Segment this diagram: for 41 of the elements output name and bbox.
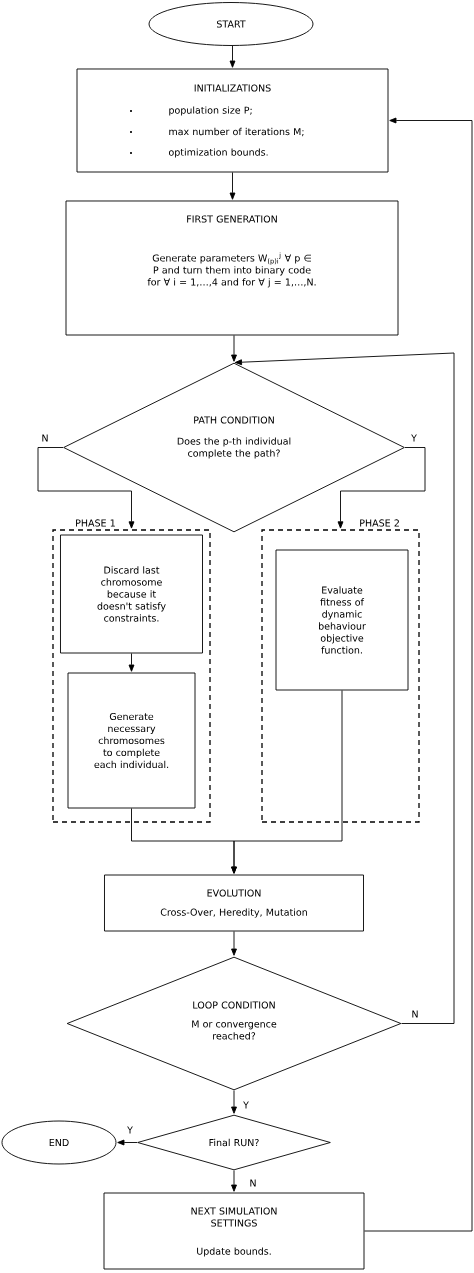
step-text: Cross-Over, Heredity, Mutation xyxy=(160,908,307,918)
edge-label: Y xyxy=(410,433,418,443)
step-text: Discard last chromosome because it doesn't satisfy constraints. xyxy=(97,566,166,622)
step-text: Final RUN? xyxy=(209,1138,259,1147)
arrow xyxy=(128,653,135,672)
edge-label: N xyxy=(410,1009,420,1019)
list-item: optimization bounds. xyxy=(168,148,268,158)
arrow xyxy=(234,352,455,1024)
edge-label: N xyxy=(40,433,50,443)
arrow xyxy=(37,447,135,529)
arrow xyxy=(231,335,237,362)
phase-label: PHASE 1 xyxy=(76,519,115,527)
arrow xyxy=(117,1139,138,1146)
step-text: Generate parameters W$_{(p)i}$$^{j}$ ∀ p ∈ P and turn them into binary code for ∀ i = 1,…,4 and for ∀ j = 1,…,N. xyxy=(147,252,316,288)
step-text: PATH CONDITION xyxy=(194,416,274,424)
step-text: Update bounds. xyxy=(197,1247,271,1257)
list-item: max number of iterations M; xyxy=(169,127,304,137)
edge-label: N xyxy=(248,1178,258,1188)
step-text: Generate necessary chromosomes to complete each individual. xyxy=(94,712,169,769)
step-text: LOOP CONDITION xyxy=(193,1001,275,1009)
phase-label: PHASE 2 xyxy=(360,519,399,527)
arrow xyxy=(231,1170,237,1192)
arrow xyxy=(337,447,426,529)
step-text: EVOLUTION xyxy=(207,889,261,897)
step-text: START xyxy=(217,20,246,28)
list-item: population size P; xyxy=(169,106,252,116)
arrow xyxy=(231,931,237,956)
step-text: Does the p-th individual complete the path? xyxy=(177,437,291,459)
arrow xyxy=(229,45,236,68)
step-text: END xyxy=(49,1139,69,1146)
edge-label: Y xyxy=(126,1125,134,1135)
step-text: NEXT SIMULATION SETTINGS xyxy=(191,1207,277,1227)
arrow xyxy=(364,117,473,1232)
step-text: INITIALIZATIONS xyxy=(194,84,271,92)
edge-label: Y xyxy=(242,1100,250,1110)
arrow xyxy=(231,690,343,874)
step-text: Evaluate fitness of dynamic behaviour objective function. xyxy=(319,586,366,654)
step-text: FIRST GENERATION xyxy=(187,215,277,223)
step-text: M or convergence reached? xyxy=(192,1020,277,1040)
arrow xyxy=(231,1090,237,1114)
arrow xyxy=(229,172,236,200)
